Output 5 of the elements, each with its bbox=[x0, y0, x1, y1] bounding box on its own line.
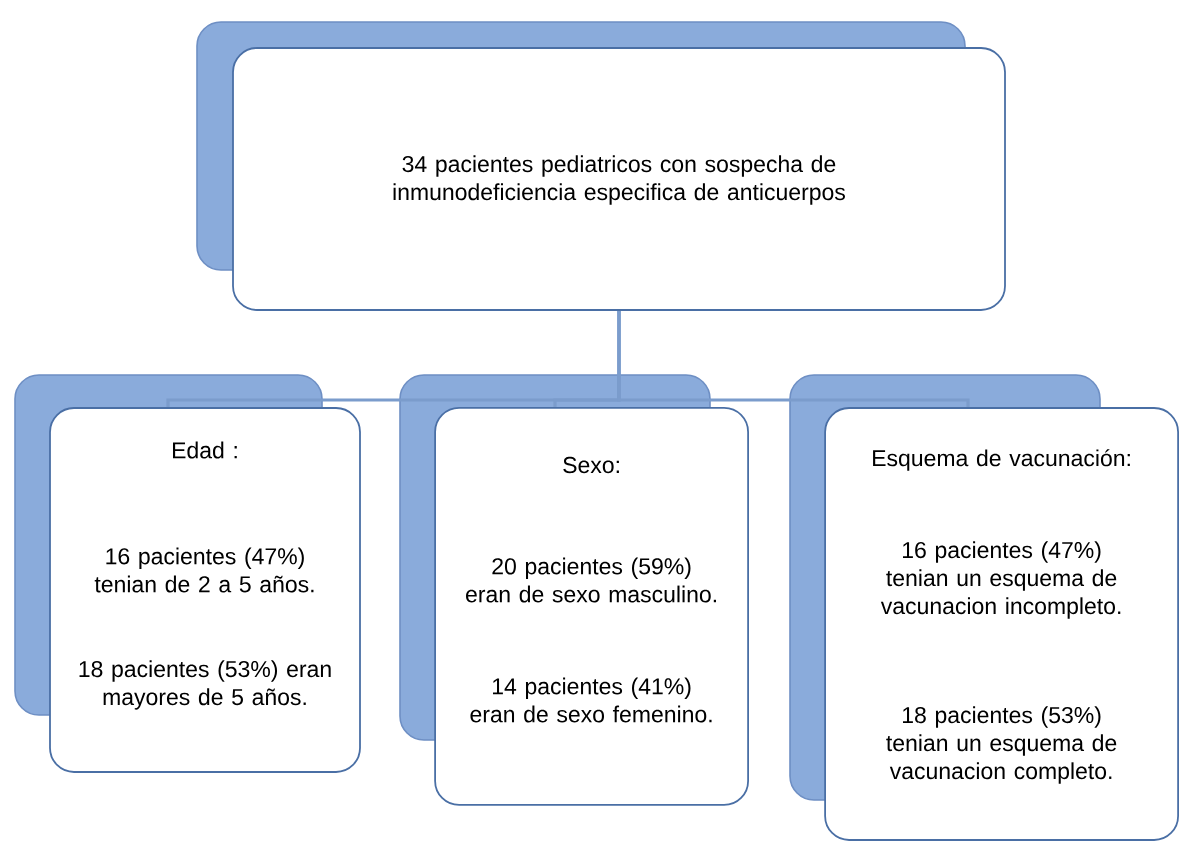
text-box: Esquema de vacunación: 16 pacientes (47%) tenian un esquema de vacunacion incompleto. 18 pacientes (53%) tenian un esquema de vacunacion completo. bbox=[789, 374, 1179, 841]
connector-line bbox=[617, 310, 970, 408]
text-box: Edad : 16 pacientes (47%) tenian de 2 a 5 años. 18 pacientes (53%) eran mayores de 5 años. bbox=[14, 374, 361, 773]
text-box: Sexo: 20 pacientes (59%) eran de sexo masculino. 14 pacientes (41%) eran de sexo femenino. bbox=[399, 374, 749, 806]
text-box: 34 pacientes pediatricos con sospecha de inmunodeficiencia especifica de anticuerpos bbox=[196, 21, 1006, 311]
